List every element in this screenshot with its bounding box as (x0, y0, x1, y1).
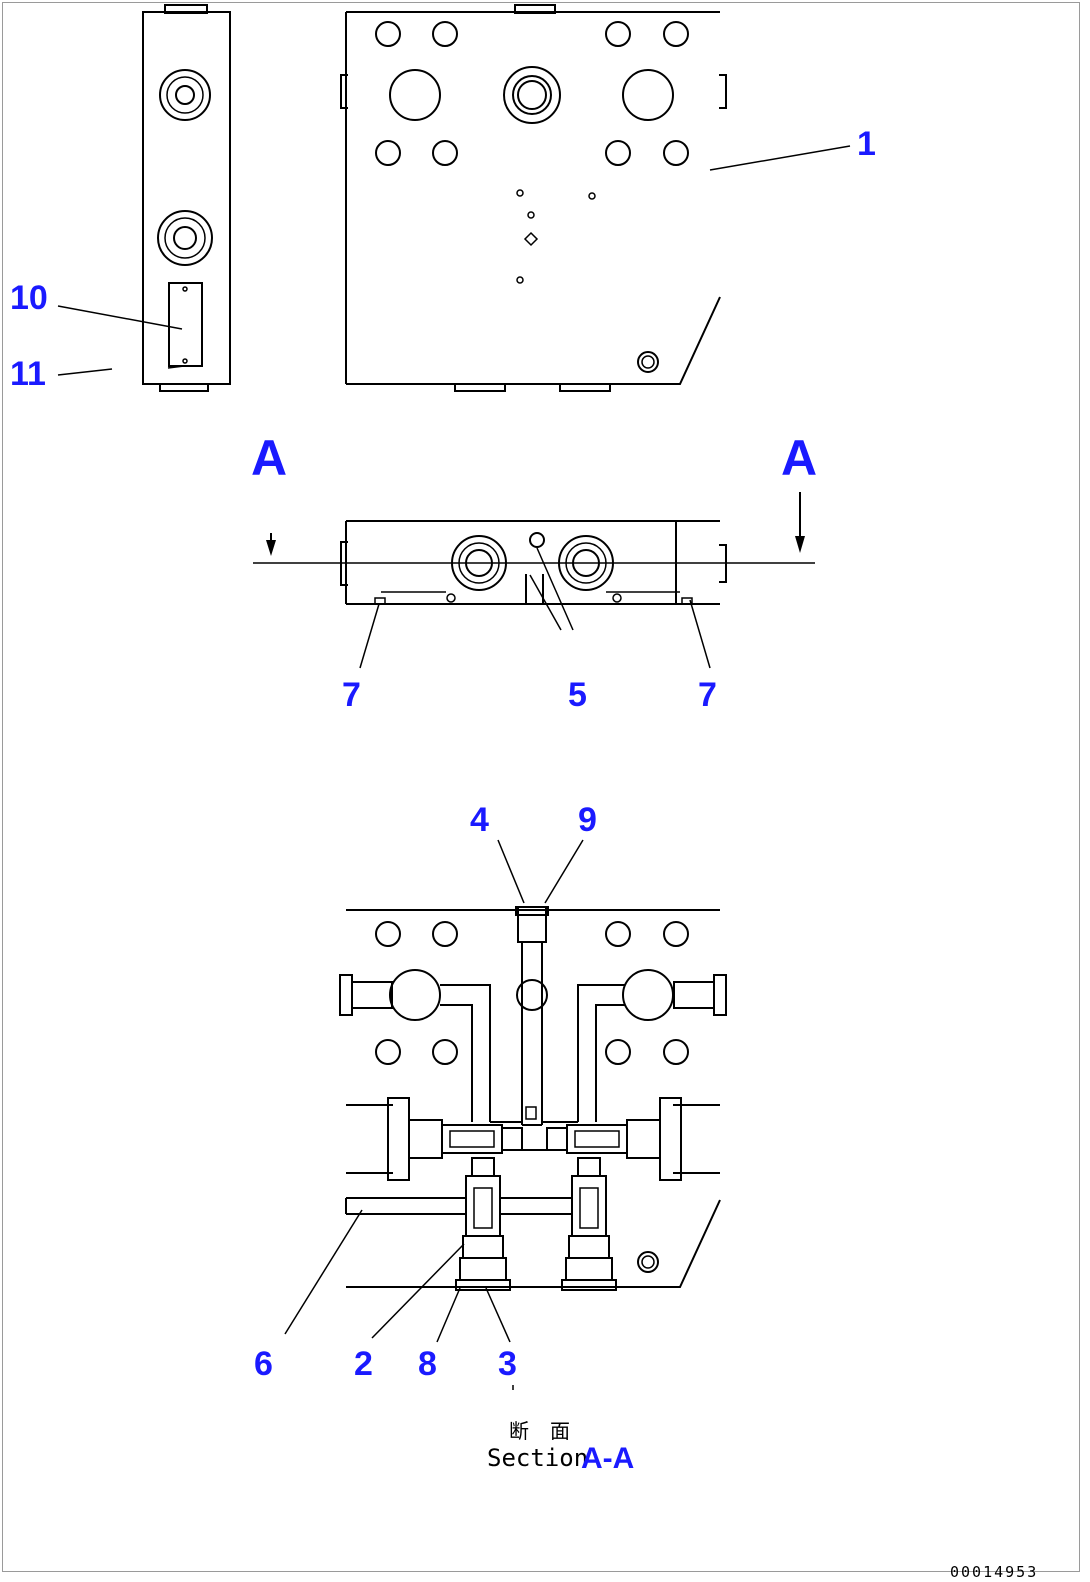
block-front-view (340, 4, 727, 392)
section-jp-char-2: 面 (550, 1419, 570, 1443)
leader-lines (57, 145, 851, 1390)
callouts: 1 10 11 7 5 7 4 9 6 2 8 3 (10, 125, 876, 1383)
section-word: Section (487, 1444, 588, 1472)
callout-3: 3 (498, 1345, 517, 1383)
callout-5: 5 (568, 676, 587, 714)
section-caption: 断 面 Section A-A (487, 1419, 634, 1475)
callout-10: 10 (10, 279, 48, 317)
callout-7-right: 7 (698, 676, 717, 714)
section-a-a-view (339, 906, 727, 1291)
callout-8: 8 (418, 1345, 437, 1383)
callout-11: 11 (10, 355, 46, 393)
document-number: 00014953 (950, 1563, 1038, 1581)
section-id: A-A (581, 1442, 634, 1475)
view-label-a-left: A (251, 430, 287, 486)
callout-7-left: 7 (342, 676, 361, 714)
view-label-a-right: A (781, 430, 817, 486)
callout-4: 4 (470, 801, 489, 839)
view-a (253, 492, 815, 605)
section-jp-char-1: 断 (509, 1419, 529, 1443)
callout-1: 1 (857, 125, 876, 163)
side-view (142, 4, 231, 392)
callout-6: 6 (254, 1345, 273, 1383)
callout-9: 9 (578, 801, 597, 839)
callout-2: 2 (354, 1345, 373, 1383)
